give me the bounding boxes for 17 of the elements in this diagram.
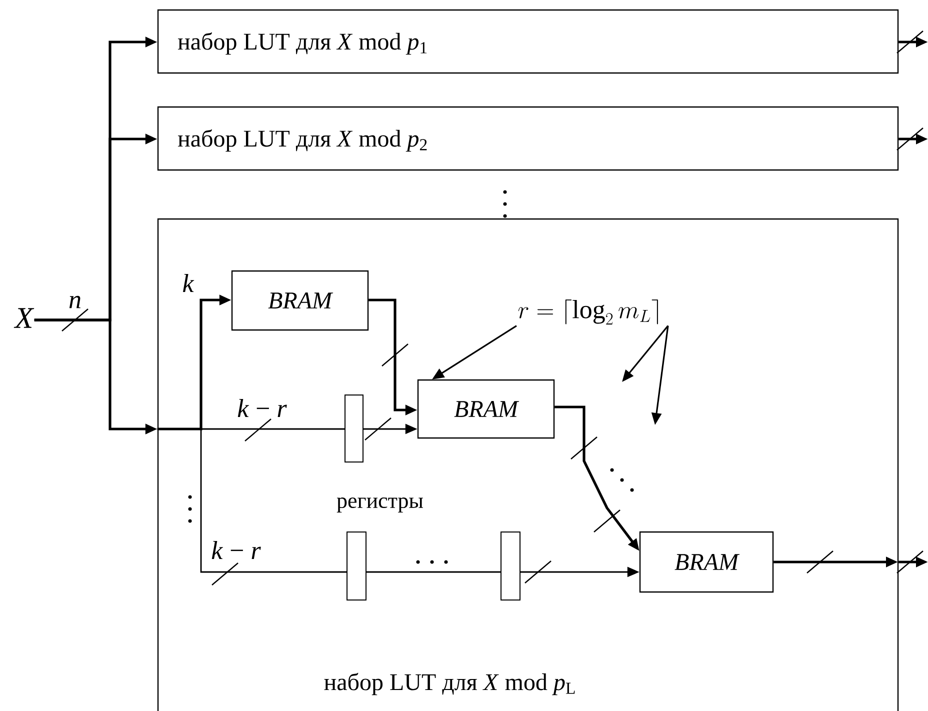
edge-label: k: [183, 274, 194, 292]
edge-label: k − r: [238, 398, 287, 418]
connector-line: [366, 571, 500, 573]
bram-box: BRAM: [231, 270, 369, 331]
lut-box: набор LUT для X mod p$_{2}$: [157, 106, 899, 171]
edge-label: k − r: [212, 540, 261, 560]
bram-box: BRAM: [639, 531, 774, 593]
label-text: регистры: [336, 497, 423, 513]
register-bar: [346, 532, 366, 600]
register-bar: [500, 532, 520, 600]
register-bar: [344, 394, 364, 462]
bram-box: BRAM: [417, 379, 555, 439]
label-text: n: [69, 296, 80, 308]
input-label: X: [14, 308, 34, 328]
formula: $r=\lceil\log_{2} m_{L}\rceil$: [518, 299, 658, 325]
lut-box: набор LUT для X mod p$_{1}$: [157, 9, 899, 74]
connector-line: [157, 428, 346, 573]
